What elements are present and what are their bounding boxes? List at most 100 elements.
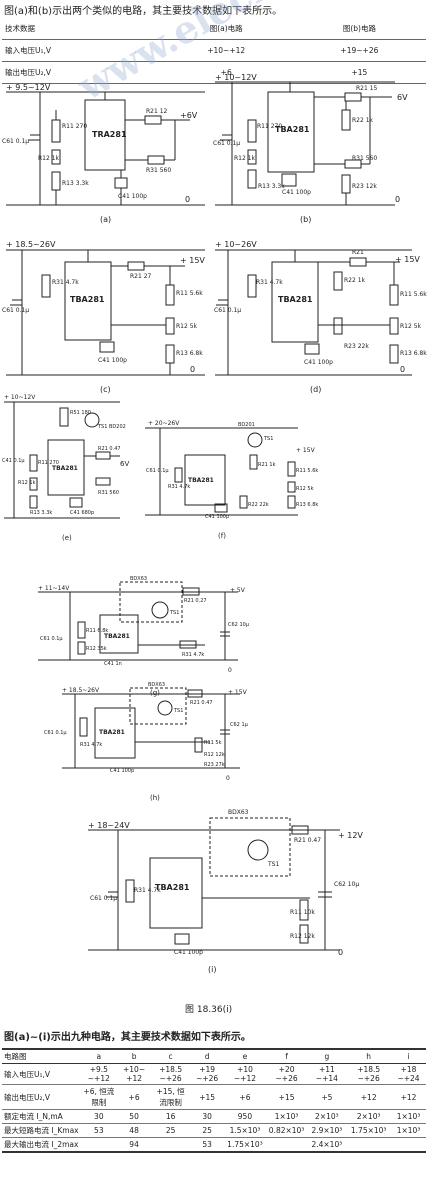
table-cell: 950 — [224, 1109, 266, 1124]
part-g-6: C41 1n — [104, 661, 122, 667]
table-row: 输出电压U₂,V +6 +15 — [2, 61, 426, 84]
part-b-3: R13 3.3k — [258, 183, 285, 190]
part-h-0: BDX63 — [148, 682, 165, 688]
ic-label-e: TBA281 — [52, 465, 78, 472]
table-cell: +10~+12 — [159, 39, 293, 62]
part-a-0: C61 0.1μ — [2, 138, 29, 145]
gnd-label-g: 0 — [228, 667, 232, 674]
table-cell: 0.82×10³ — [265, 1123, 308, 1138]
vin-label-e: + 10~12V — [4, 394, 36, 401]
part-a-5: R21 12 — [146, 108, 168, 115]
gnd-label-h: 0 — [226, 775, 230, 782]
part-e-3: R11 270 — [38, 460, 59, 466]
part-b-6: R22 1k — [352, 117, 374, 124]
part-g-4: R11 6.8k — [86, 628, 108, 634]
gnd-label-d: 0 — [400, 365, 405, 374]
part-i-8: C62 10μ — [334, 881, 359, 888]
circuit-c: + 18.5~26V TBA281 + 15V 0 (c) C61 0.1μ R… — [2, 240, 205, 394]
part-c-4: R12 5k — [176, 323, 198, 330]
part-f-7: R13 6.8k — [296, 502, 318, 508]
table-cell — [391, 1137, 426, 1153]
table-cell: 25 — [151, 1123, 191, 1138]
table-cell — [80, 1137, 118, 1153]
bottom-caption: 图(a)~(i)示出九种电路，其主要技术数据如下表所示。 — [4, 1032, 251, 1043]
part-a-2: R12 1k — [38, 155, 60, 162]
table-cell: +15 — [265, 1084, 308, 1110]
label-d: (d) — [310, 385, 321, 394]
table-cell: +10~ +12 — [117, 1063, 152, 1085]
gnd-label-a: 0 — [185, 195, 190, 204]
vout-label-e: 6V — [120, 460, 129, 468]
table-cell: +6 — [224, 1084, 266, 1110]
table-cell: 2.9×10³ — [307, 1123, 347, 1138]
table-cell — [346, 1137, 392, 1153]
table-header-cell: 技术数据 — [2, 18, 160, 40]
part-i-2: R21 0.47 — [294, 837, 321, 844]
ic-label-c: TBA281 — [70, 295, 105, 304]
table-header-cell: a — [80, 1048, 118, 1064]
part-f-0: BD201 — [238, 422, 255, 428]
circuit-i: + 18~24V TBA281 + 12V 0 (i) BDX63 TS1 R2… — [88, 809, 363, 974]
part-f-3: R31 4.7k — [168, 484, 190, 490]
table-cell: 16 — [151, 1109, 191, 1124]
part-a-3: R13 3.3k — [62, 180, 89, 187]
ic-label-g: TBA281 — [104, 633, 130, 640]
table-cell: 输出电压U₂,V — [2, 1084, 81, 1110]
table-cell: 1.75×10³ — [224, 1137, 266, 1153]
table-cell: +12 — [346, 1084, 392, 1110]
vin-label-f: + 20~26V — [148, 420, 180, 427]
table-cell: +18.5 ~+26 — [346, 1063, 392, 1085]
table-header-cell: c — [151, 1048, 191, 1064]
circuit-a: + 9.5~12V TRA281 +6V 0 (a) C61 0.1μ R11 … — [2, 83, 205, 224]
label-c: (c) — [100, 385, 111, 394]
part-a-4: C41 100p — [118, 193, 147, 200]
vin-label-h: + 18.5~26V — [62, 687, 100, 694]
table-header-cell: 图(b)电路 — [292, 18, 426, 40]
part-i-0: BDX63 — [228, 809, 249, 816]
part-e-6: R21 0.47 — [98, 446, 121, 452]
table-cell: +9.5 ~+12 — [80, 1063, 118, 1085]
part-i-5: C41 100p — [174, 949, 203, 956]
part-f-9: C41 100p — [205, 514, 229, 520]
table-cell: 2×10³ — [346, 1109, 392, 1124]
table-cell: +15 — [292, 61, 426, 84]
circuit-d: + 10~26V TBA281 + 15V 0 (d) C61 0.1μ R31… — [214, 240, 427, 394]
part-d-5: R12 5k — [400, 323, 422, 330]
table-cell: 2×10³ — [307, 1109, 347, 1124]
part-b-0: C61 0.1μ — [213, 140, 240, 147]
table-cell: +10 ~+12 — [224, 1063, 266, 1085]
part-e-8: C41 680p — [70, 510, 94, 516]
table-cell: 输入电压U₁,V — [2, 39, 160, 62]
figure-caption: 图 18.36(i) — [185, 1004, 232, 1015]
part-g-5: R12 35k — [86, 646, 107, 652]
table-cell: 50 — [117, 1109, 152, 1124]
circuit-diagrams: + 9.5~12V TRA281 +6V 0 (a) C61 0.1μ R11 … — [2, 73, 427, 1015]
part-f-1: TS1 — [263, 436, 273, 442]
ic-label-a: TRA281 — [92, 130, 127, 139]
label-a: (a) — [100, 215, 111, 224]
part-h-7: R23 27k — [204, 762, 225, 768]
part-d-0: C61 0.1μ — [214, 307, 241, 314]
table-cell: 1.75×10³ — [346, 1123, 392, 1138]
part-c-5: R13 6.8k — [176, 350, 203, 357]
vin-label-a: + 9.5~12V — [6, 83, 51, 92]
table-cell: +11 ~+14 — [307, 1063, 347, 1085]
vin-label-b: + 10~12V — [215, 73, 257, 82]
table-header-cell: d — [190, 1048, 225, 1064]
part-i-1: TS1 — [267, 861, 279, 868]
table-cell: 30 — [190, 1109, 225, 1124]
table-cell: 1×10³ — [265, 1109, 308, 1124]
circuit-h: + 18.5~26V TBA281 + 15V 0 (h) BDX63 TS1 … — [44, 682, 249, 802]
part-c-3: R11 5.6k — [176, 290, 203, 297]
vout-label-h: + 15V — [228, 689, 248, 696]
vout-label-a: +6V — [180, 111, 198, 120]
table-cell — [265, 1137, 308, 1153]
part-e-4: R12 1k — [18, 480, 36, 486]
label-f: (f) — [218, 532, 226, 540]
table-cell: +6 — [159, 61, 293, 84]
gnd-label-i: 0 — [338, 948, 343, 957]
label-h: (h) — [150, 794, 160, 802]
table-cell: 94 — [117, 1137, 152, 1153]
ic-label-h: TBA281 — [99, 729, 125, 736]
circuit-e: + 10~12V TBA281 6V (e) R51 180 TS1 BD202… — [2, 394, 129, 542]
